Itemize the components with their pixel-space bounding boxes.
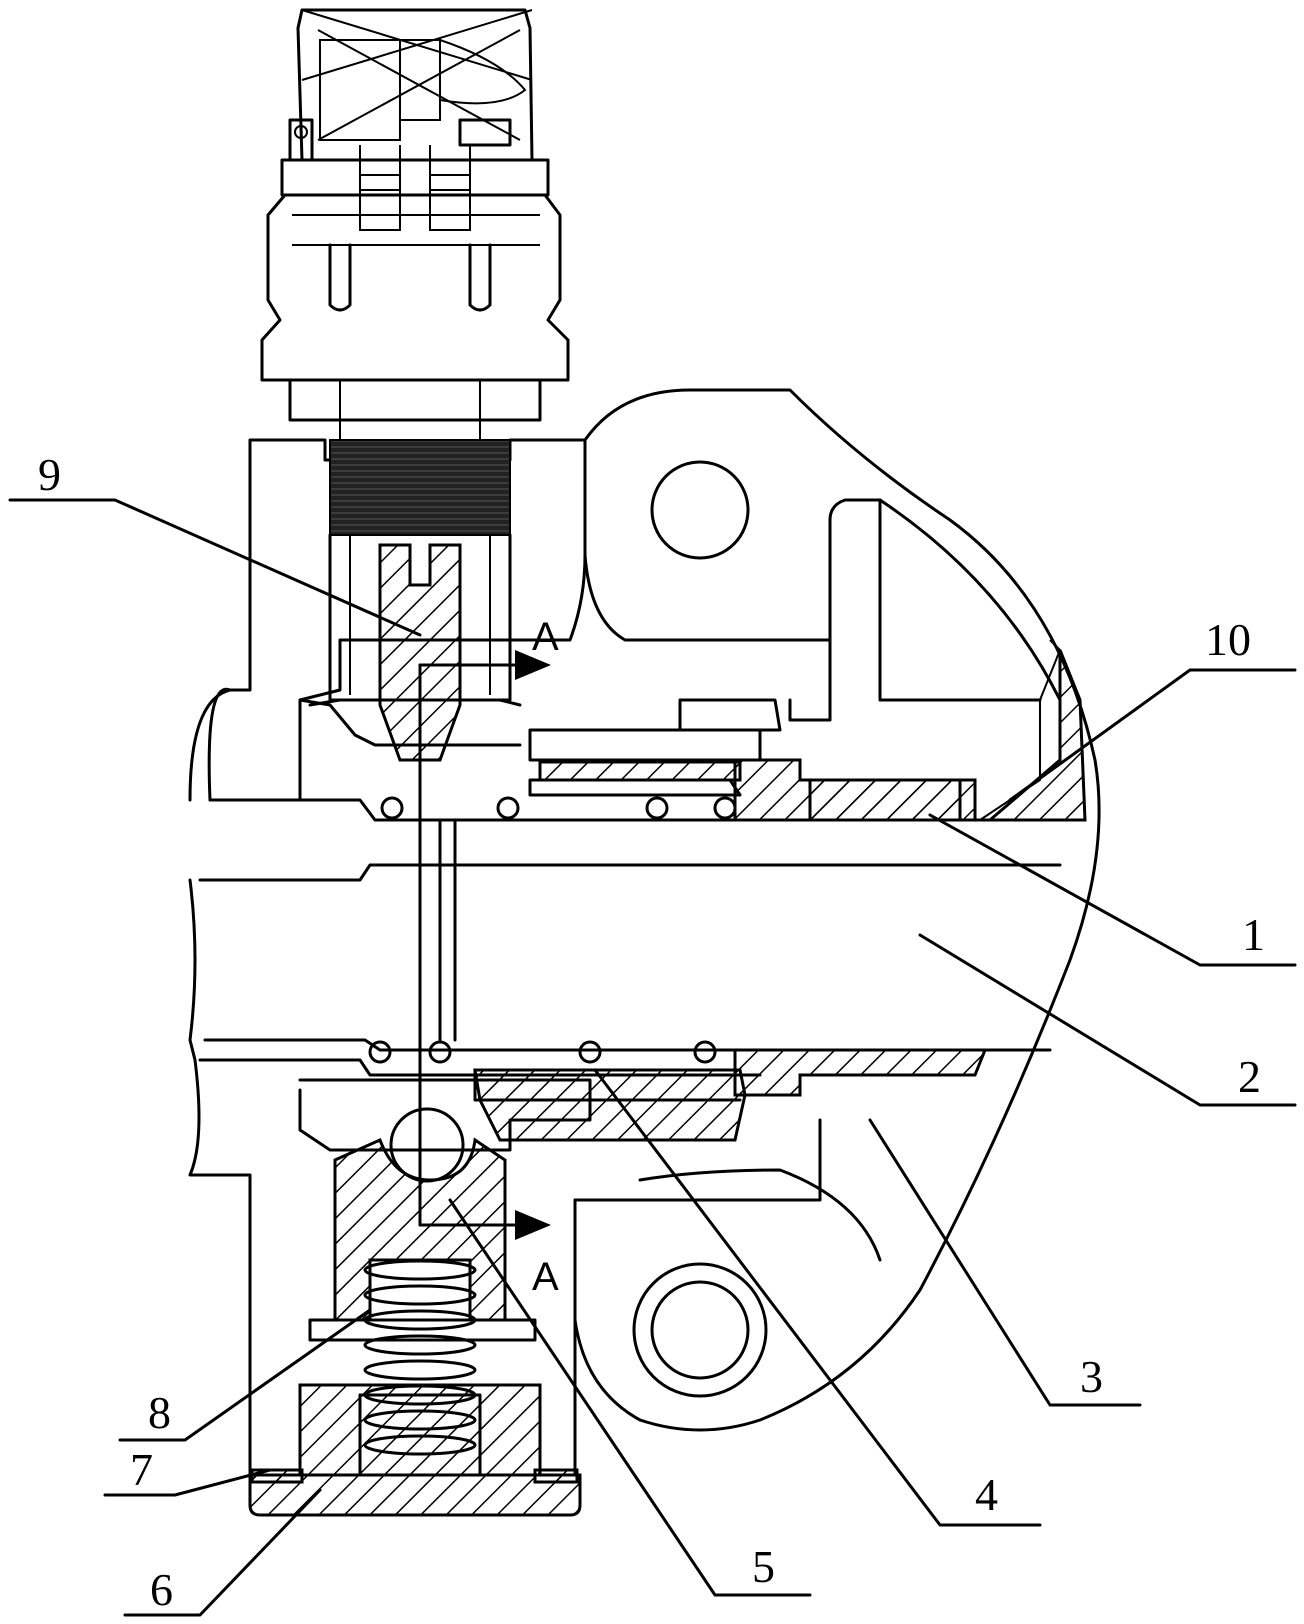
section-line-a-a: A A (418, 615, 559, 1299)
label-part-8: 8 (148, 1387, 171, 1438)
label-part-4: 4 (975, 1469, 998, 1520)
part-10-cover (985, 649, 1087, 822)
o-ring (368, 1040, 392, 1064)
thread-section (329, 439, 511, 536)
shaft-and-sleeves (198, 698, 1087, 1142)
label-part-3: 3 (1080, 1351, 1103, 1402)
valve-body (188, 388, 1101, 1477)
part-6-plug (248, 1383, 582, 1517)
upper-pivot-hole (650, 460, 750, 560)
label-part-6: 6 (150, 1564, 173, 1615)
label-part-1: 1 (1242, 909, 1265, 960)
adjusting-needle-assembly (298, 439, 522, 762)
o-ring (693, 1040, 717, 1064)
label-part-2: 2 (1238, 1051, 1261, 1102)
lower-pivot-hole (632, 1262, 768, 1398)
leader-lines (8, 498, 1297, 1617)
o-ring (380, 796, 404, 820)
o-ring (496, 796, 520, 820)
part-labels: 9 10 1 2 3 4 5 8 7 6 (38, 449, 1265, 1615)
o-ring (713, 796, 737, 820)
sensor-connector (260, 8, 570, 440)
section-label-bottom: A (532, 1255, 559, 1299)
part-9-needle (378, 543, 462, 762)
o-ring (645, 796, 669, 820)
check-valve-assembly (248, 1107, 582, 1517)
section-label-top: A (532, 615, 559, 659)
lower-collar (733, 1048, 988, 1097)
label-part-7: 7 (130, 1444, 153, 1495)
label-part-5: 5 (752, 1541, 775, 1592)
label-part-9: 9 (38, 449, 61, 500)
label-part-10: 10 (1205, 614, 1251, 665)
o-ring (428, 1040, 452, 1064)
check-ball (389, 1107, 465, 1183)
o-ring (578, 1040, 602, 1064)
part-4-bushing (473, 1068, 747, 1142)
